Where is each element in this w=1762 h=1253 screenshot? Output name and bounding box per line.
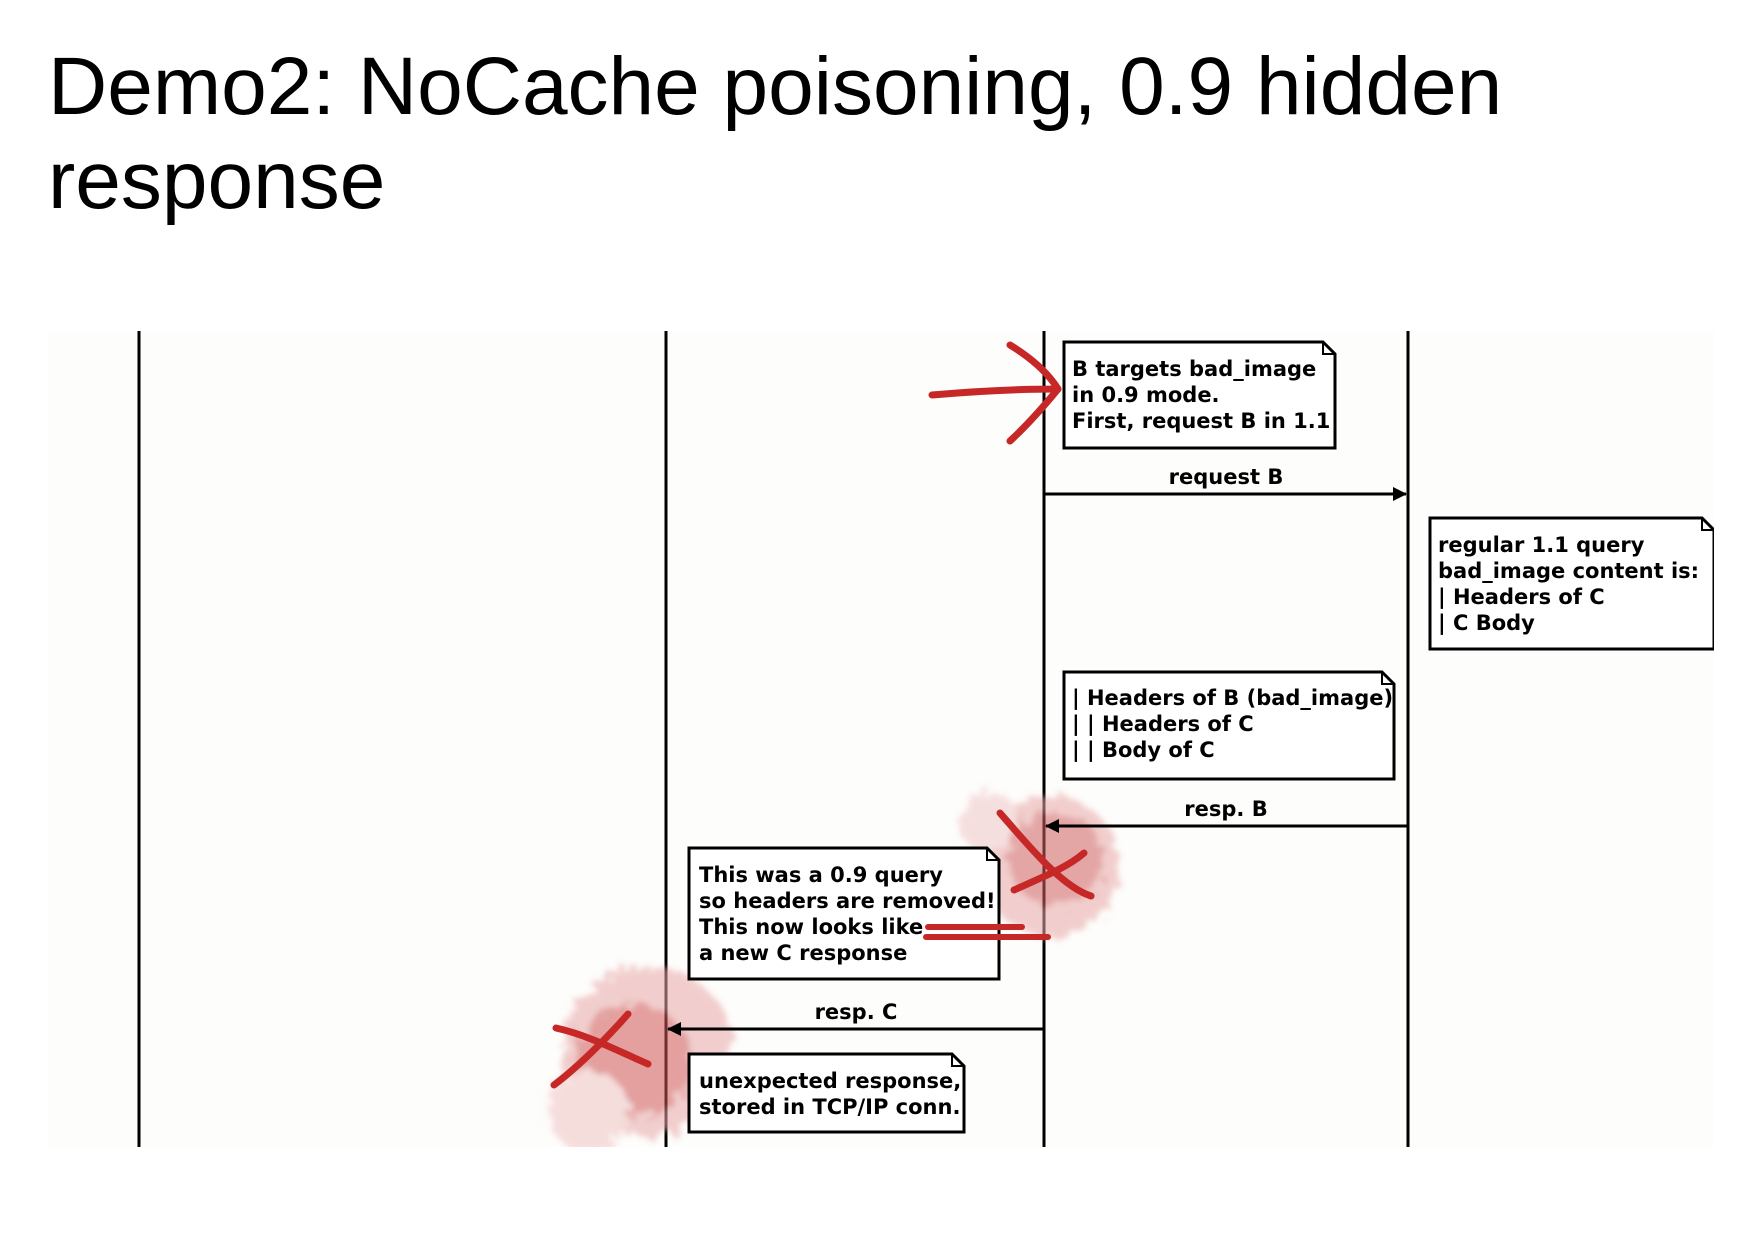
note-regular-query-line-3: | Headers of C (1438, 585, 1605, 610)
red-underline-marks (923, 924, 1051, 940)
note-headers-b-line-1: | Headers of B (bad_image) (1072, 686, 1393, 711)
slide-title: Demo2: NoCache poisoning, 0.9 hidden res… (48, 40, 1708, 228)
note-09-query-line-2: so headers are removed! (699, 889, 996, 913)
sequence-diagram: B targets bad_image in 0.9 mode. First, … (48, 331, 1714, 1147)
note-09-query-fold (986, 848, 999, 861)
message-resp-b: resp. B (1045, 797, 1408, 833)
note-b-targets-fold (1322, 342, 1335, 355)
red-cross-resp-c (550, 1010, 652, 1089)
note-09-query-line-3: This now looks like (699, 915, 923, 939)
message-request-b-label: request B (1169, 465, 1284, 489)
note-regular-query-fold (1701, 518, 1714, 531)
message-resp-b-label: resp. B (1184, 797, 1267, 821)
red-cross-resp-b (996, 809, 1095, 900)
note-09-query-box (687, 846, 1001, 981)
note-unexpected: unexpected response, stored in TCP/IP co… (687, 1052, 966, 1134)
note-09-query: This was a 0.9 query so headers are remo… (687, 846, 1001, 981)
note-regular-query: regular 1.1 query bad_image content is: … (1428, 516, 1714, 651)
note-regular-query-line-4: | C Body (1438, 611, 1535, 636)
note-unexpected-box (687, 1052, 966, 1134)
note-b-targets-line-2: in 0.9 mode. (1072, 383, 1220, 407)
note-b-targets: B targets bad_image in 0.9 mode. First, … (1062, 340, 1337, 450)
message-request-b: request B (1044, 465, 1407, 501)
note-b-targets-line-3: First, request B in 1.1 (1072, 409, 1330, 433)
note-b-targets-line-1: B targets bad_image (1072, 357, 1316, 381)
note-regular-query-box (1428, 516, 1714, 651)
slide-title-line-2: response (48, 135, 386, 226)
message-resp-c: resp. C (667, 1000, 1044, 1036)
note-headers-b: | Headers of B (bad_image) | | Headers o… (1062, 670, 1396, 781)
note-unexpected-fold (951, 1054, 964, 1067)
note-b-targets-box (1062, 340, 1337, 450)
slide-title-line-1: Demo2: NoCache poisoning, 0.9 hidden (48, 41, 1503, 132)
note-unexpected-line-1: unexpected response, (699, 1069, 961, 1093)
message-resp-c-label: resp. C (815, 1000, 898, 1024)
note-headers-b-line-2: | | Headers of C (1072, 712, 1254, 737)
note-regular-query-line-1: regular 1.1 query (1438, 533, 1645, 557)
note-09-query-line-4: a new C response (699, 941, 907, 965)
note-09-query-line-1: This was a 0.9 query (699, 863, 943, 887)
note-unexpected-line-2: stored in TCP/IP conn. (699, 1095, 960, 1119)
red-blotch-left (548, 966, 733, 1147)
note-headers-b-box (1062, 670, 1396, 781)
note-regular-query-line-2: bad_image content is: (1438, 559, 1699, 583)
red-pointer-arrow (928, 341, 1062, 445)
diagram-background (48, 331, 1714, 1147)
note-headers-b-line-3: | | Body of C (1072, 738, 1215, 763)
note-headers-b-fold (1381, 672, 1394, 685)
